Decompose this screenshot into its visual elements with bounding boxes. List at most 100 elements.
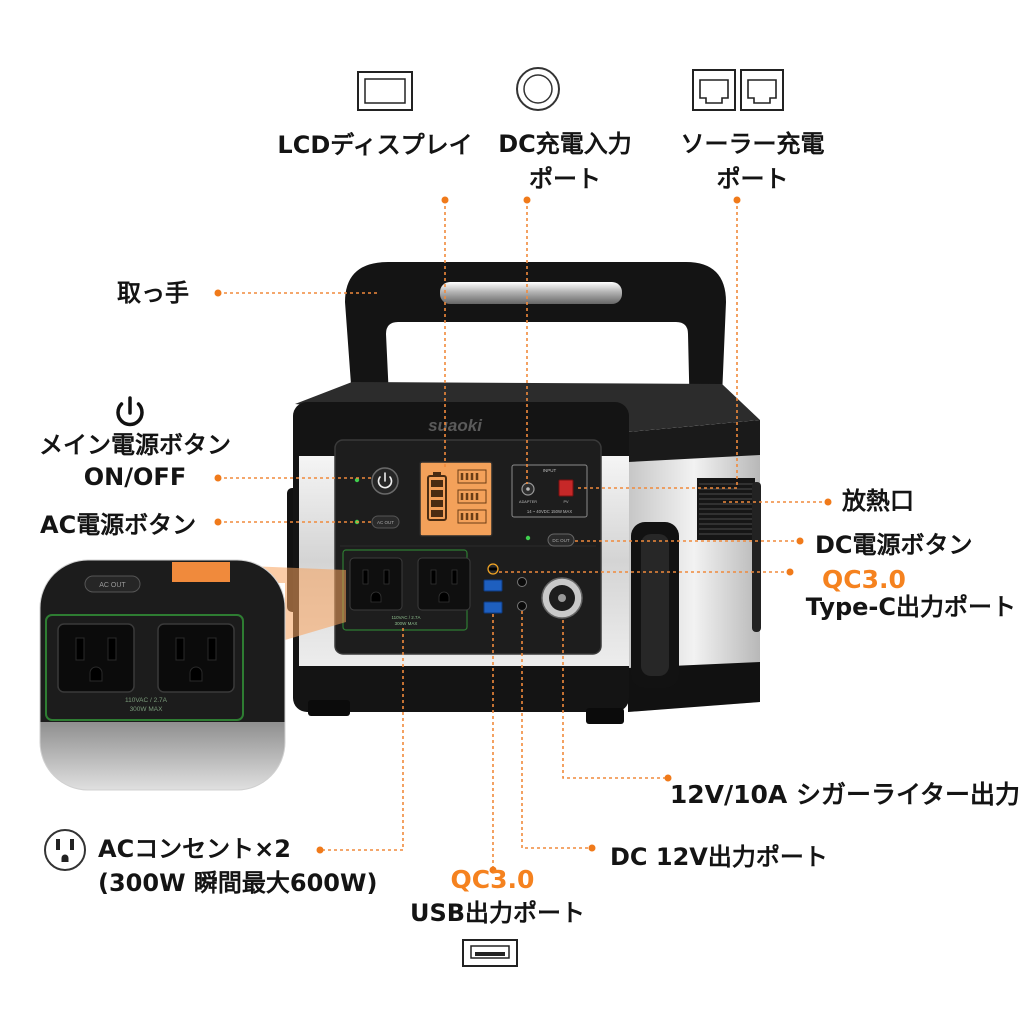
usb-port-icon [462,939,518,967]
zoom-beam [172,563,346,640]
label-handle: 取っ手 [117,279,189,307]
side-grip-inner [641,534,669,676]
label-solar-input-line-2: ポート [716,165,789,193]
ac-rating-line-2: 300W MAX [395,621,418,626]
lcd-backlight [419,461,493,537]
label-ac-outlets: ACコンセント×2 (300W 瞬間最大600W) [98,832,377,900]
lcd-battery-outline [427,475,447,521]
label-usb-badge: QC3.0 [450,865,535,894]
carry-handle [345,262,726,420]
brand-logo: suaoki [428,416,483,435]
power-icon [116,396,144,427]
dc-icon-inner [523,74,553,104]
dc-input-port-icon [516,67,560,111]
lcd-readout-row-1 [457,469,487,484]
lcd-display-icon [357,71,413,111]
callout-dot-cigarette [664,774,672,782]
inset-outlet-ground [89,666,103,682]
solar-jack-1-frame [692,69,736,111]
handle-chrome-bar [440,282,622,304]
dc-input-port-pin [526,487,530,491]
outlet-slot [383,569,390,585]
outlet-icon-ring [44,829,86,871]
control-panel: AC OUT INPUT [334,439,602,655]
inset-ac-rating-line-2: 300W MAX [130,706,164,713]
label-dc-input-line-1: DC充電入力 [498,130,632,158]
solar-jack-2-frame [740,69,784,111]
power-station: suaoki AC OUT [287,262,761,724]
label-main-power: メイン電源ボタン ON/OFF [20,429,250,493]
input-section: INPUT ADAPTER PV 14 ~ 40VDC 150W MAX [511,464,588,518]
label-dc-input-line-2: ポート [529,165,601,193]
lcd-readout-row-2 [457,489,487,504]
lcd-battery-cap [433,472,441,476]
inset-outlet-slot [207,637,217,661]
inset-outlet-plate [57,623,135,693]
lcd-battery-bar [431,480,443,487]
label-ac-outlets-line-1: ACコンセント×2 [98,835,291,863]
inset-border [39,559,286,791]
label-ac-outlets-line-2: (300W 瞬間最大600W) [98,869,378,897]
outlet-icon-ground [61,854,69,862]
ac-outlet [349,557,403,611]
outlet-icon-slot-left [56,839,60,850]
cigarette-socket-contact [558,594,566,602]
feet-left [308,700,350,716]
outlet-slot [451,569,458,585]
dc-12v-ports [517,577,527,611]
inset-outlet-plate [157,623,235,693]
solar-port-icon [692,69,784,111]
label-usb-output: USB出力ポート [409,899,586,927]
inset-outlets-outline [45,614,244,721]
lcd-icon-screen [364,78,406,104]
usb-icon-contacts [475,952,505,956]
usb-icon-frame [462,939,518,967]
main-power-button-glyph [377,476,393,489]
input-section-title: INPUT [543,468,557,473]
label-main-power-line-1: メイン電源ボタン [39,431,231,459]
callout-line-solar [576,200,738,489]
cigarette-socket [541,577,583,619]
typec-port [489,567,497,571]
rear-edge-grip [752,482,761,632]
callout-dot-typec [786,568,794,576]
lcd-battery-bar [431,500,443,507]
outlet-slot [430,569,437,585]
lcd-battery-bar [431,510,443,517]
callout-dot-solar [733,196,741,204]
input-section-frame [511,464,588,518]
callout-dots [214,196,832,874]
ac-power-button-body [371,515,400,529]
callout-lines [218,200,828,870]
dc-power-led [525,535,531,541]
dc-icon-outer [516,67,560,111]
usb-a-port [483,579,503,592]
inset-ac-rating-line-1: 110VAC / 2.7A [125,697,168,704]
lcd-screen [419,461,493,537]
callout-dot-handle [214,289,222,297]
vent-slats [699,483,753,535]
label-solar-input: ソーラー充電 ポート [655,127,850,197]
adapter-label: ADAPTER [519,500,537,504]
callout-dot-ac-outlets [316,846,324,854]
inset-outlet-slot [107,637,117,661]
callout-dot-main-power [214,474,222,482]
callout-dot-lcd [441,196,449,204]
inset-ac-power-button: AC OUT [84,575,141,593]
side-panel [628,420,761,712]
callout-dot-vent [824,498,832,506]
label-lcd-display: LCDディスプレイ [277,131,473,159]
usb-a-port [483,601,503,614]
callout-dot-dc12v [588,844,596,852]
main-power-button [371,467,399,495]
solar-pv-port [558,479,574,497]
label-dc12v-output: DC 12V出力ポート [610,843,828,871]
ac-outlets: 110VAC / 2.7A 300W MAX [342,549,471,631]
lcd-digits [460,473,479,520]
ac-rating-line-1: 110VAC / 2.7A [391,615,420,620]
lcd-readout-row-3 [457,509,487,524]
ac-outlet [417,557,471,611]
power-icon-arc [116,402,144,427]
label-ac-power-button: AC電源ボタン [40,511,197,539]
lcd-battery-bar [431,490,443,497]
